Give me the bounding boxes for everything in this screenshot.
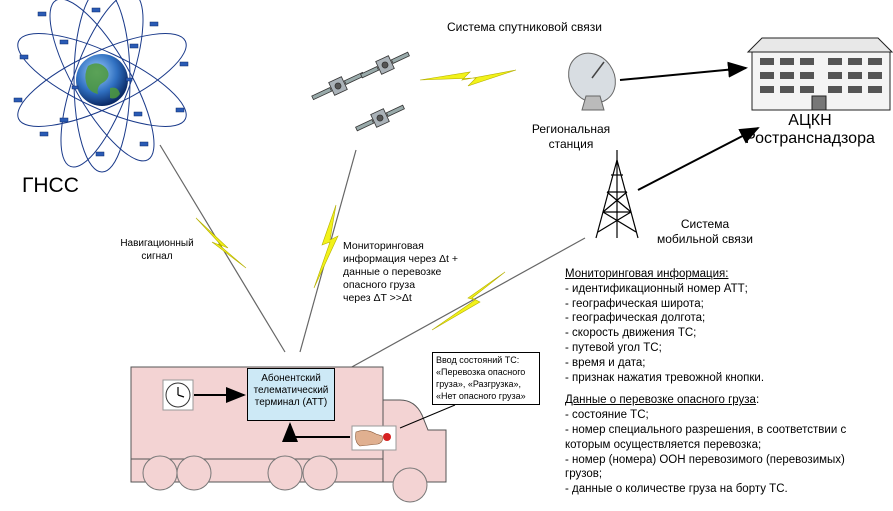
nav-signal-label: Навигационный сигнал — [107, 237, 207, 263]
mobile-system-line2: мобильной связи — [656, 232, 754, 246]
monitoring-annotation-line: опасного груза — [343, 279, 416, 291]
globe-icon — [17, 0, 187, 173]
monitoring-annotation: Мониторинговая информация через Δt + дан… — [343, 240, 458, 305]
monitoring-info-item: - время и дата; — [565, 356, 646, 369]
att-line3: терминал (АТТ) — [254, 397, 328, 408]
dish-to-ackn-arrow — [619, 61, 748, 81]
monitoring-info-item: - географическая долгота; — [565, 312, 706, 325]
monitoring-info-item: - скорость движения ТС; — [565, 327, 697, 340]
info-block: Мониторинговая информация: - идентификац… — [565, 267, 893, 497]
monitoring-info-heading: Мониторинговая информация: — [565, 268, 729, 280]
monitoring-annotation-line: данные о перевозке — [343, 266, 442, 278]
mobile-signal-line — [349, 237, 586, 369]
monitoring-info-item: - идентификационный номер АТТ; — [565, 282, 748, 295]
radio-tower-icon — [595, 150, 639, 239]
monitoring-annotation-line: через ΔT >>Δt — [343, 292, 412, 304]
cargo-info-item: - номер специального разрешения, в соотв… — [565, 423, 847, 436]
regional-station-line1: Региональная — [531, 122, 611, 136]
nav-signal-line2: сигнал — [141, 251, 173, 262]
monitoring-info-item: - признак нажатия тревожной кнопки. — [565, 371, 765, 384]
satellite-system-title: Система спутниковой связи — [447, 20, 602, 34]
cargo-info-item: - данные о количестве груза на борту ТС. — [565, 483, 788, 496]
mobile-system-label: Система мобильной связи — [640, 217, 770, 247]
state-input-line: «Перевозка опасного — [436, 367, 526, 377]
input-callout-line — [399, 404, 456, 429]
gnss-label: ГНСС — [22, 174, 79, 197]
cargo-info-item: - номер (номера) ООН перевозимого (перев… — [565, 453, 845, 466]
gnss-satellites — [13, 7, 189, 157]
building-icon — [746, 37, 893, 111]
att-terminal-box: Абонентский телематический терминал (АТТ… — [247, 368, 335, 421]
regional-station-line2: станция — [548, 137, 594, 151]
cargo-info-item: - состояние ТС; — [565, 409, 649, 422]
mobile-system-line1: Система — [680, 217, 730, 231]
nav-signal-line1: Навигационный — [120, 238, 194, 249]
state-input-line: Ввод состояний ТС: — [436, 355, 520, 365]
cargo-info-item: которым осуществляется перевозка; — [565, 438, 762, 451]
ackn-line2: Ространснадзора — [745, 130, 875, 147]
state-input-line: «Нет опасного груза» — [436, 391, 526, 401]
satellite-dish-icon — [568, 52, 616, 111]
cargo-info-heading-colon: : — [755, 394, 760, 407]
ackn-label: АЦКН Ространснадзора — [740, 112, 880, 148]
signal-bolt-icon — [195, 69, 517, 331]
regional-station-label: Региональная станция — [512, 122, 630, 152]
alarm-button-icon — [351, 425, 397, 451]
monitoring-annotation-line: информация через Δt + — [343, 253, 458, 265]
monitoring-info-item: - путевой угол ТС; — [565, 341, 662, 354]
button-to-att-arrow — [282, 422, 350, 442]
state-input-box: Ввод состояний ТС: «Перевозка опасного г… — [432, 352, 540, 405]
cargo-info-heading-row: Данные о перевозке опасного груза: — [565, 393, 893, 408]
att-line2: телематический — [253, 385, 329, 396]
tower-to-ackn-arrow — [637, 127, 760, 191]
state-input-line: груза», «Разгрузка», — [436, 379, 522, 389]
monitoring-info-item: - географическая широта; — [565, 297, 704, 310]
monitoring-annotation-line: Мониторинговая — [343, 240, 424, 252]
cargo-info-heading: Данные о перевозке опасного груза — [565, 394, 756, 407]
cargo-info-item: грузов; — [565, 468, 603, 481]
ackn-line1: АЦКН — [788, 112, 832, 129]
satellite-icon — [311, 51, 410, 132]
clock-icon — [162, 379, 194, 411]
att-line1: Абонентский — [261, 373, 321, 384]
